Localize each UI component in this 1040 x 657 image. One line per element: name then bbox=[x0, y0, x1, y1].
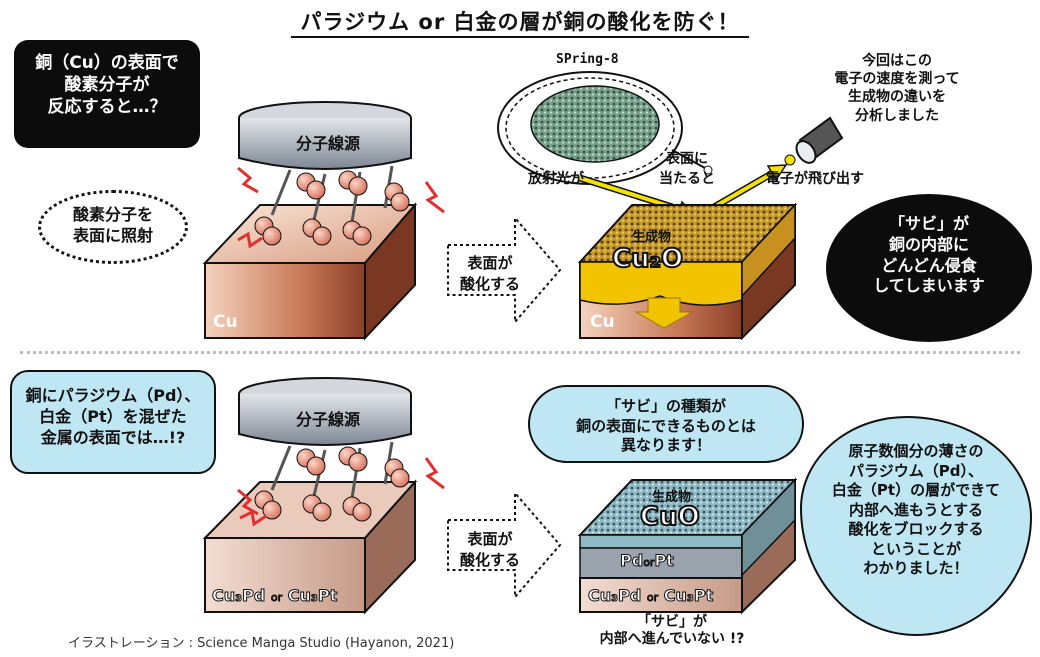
spring8-label: SPring-8 bbox=[556, 52, 619, 67]
bottom-oxygen-molecules bbox=[254, 446, 410, 522]
top-oxygen-molecules bbox=[254, 170, 410, 246]
speech-bubble-top-left: 銅（Cu）の表面で 酸素分子が 反応すると…？ bbox=[14, 40, 200, 148]
top-molecular-beam-source bbox=[238, 101, 412, 229]
electrons-fly-label: 電子が飛び出す bbox=[766, 171, 864, 187]
thought-bubble-oxygen: 酸素分子を 表面に照射 bbox=[38, 190, 188, 264]
product-label-bottom: 生成物 bbox=[652, 490, 692, 505]
bottom-right-block bbox=[577, 477, 798, 615]
block-label-bottom-left: Cu₃Pd or Cu₃Pt bbox=[211, 586, 338, 606]
molecular-source-label-top: 分子線源 bbox=[295, 134, 360, 153]
product-label-top: 生成物 bbox=[632, 230, 672, 245]
block-label-bottom-right: Cu₃Pd or Cu₃Pt bbox=[587, 586, 714, 606]
electron-detector bbox=[784, 116, 844, 166]
page-title: パラジウム or 白金の層が銅の酸化を防ぐ！ bbox=[0, 6, 1040, 38]
product-formula-cuo: CuO bbox=[639, 501, 701, 533]
block-label-top-left: Cu bbox=[213, 312, 238, 332]
top-reaction-sparks bbox=[237, 166, 445, 249]
illustration-credit: イラストレーション : Science Manga Studio (Hayano… bbox=[68, 636, 455, 651]
caption-rust-not-spreading: 「サビ」が 内部へ進んでいない !? bbox=[599, 614, 745, 647]
spring8-ring bbox=[497, 71, 713, 185]
bottom-reaction-sparks bbox=[237, 457, 445, 527]
molecular-source-label-bottom: 分子線源 bbox=[295, 410, 360, 429]
arrow-label-bottom: 表面が 酸化する bbox=[459, 530, 520, 569]
arrow-label-top: 表面が 酸化する bbox=[459, 254, 520, 293]
synchrotron-light-label: 放射光が bbox=[528, 171, 584, 187]
measurement-note: 今回はこの 電子の速度を測って 生成物の違いを 分析しました bbox=[834, 53, 960, 124]
speech-bubble-bottom-left: 銅にパラジウム（Pd）、 白金（Pt）を混ぜた 金属の表面では…!? bbox=[10, 370, 216, 474]
block-label-top-right: Cu bbox=[590, 312, 615, 332]
cloud-bubble-conclusion: 原子数個分の薄さの パラジウム（Pd）、 白金（Pt）の層ができて 内部へ進もう… bbox=[800, 416, 1032, 636]
section-divider bbox=[20, 351, 1020, 354]
bottom-process-arrow bbox=[447, 490, 562, 600]
speech-bubble-rust-type: 「サビ」の種類が 銅の表面にできるものとは 異なります！ bbox=[528, 385, 804, 463]
hits-surface-label: 表面に 当たると bbox=[659, 151, 715, 187]
speech-bubble-rust-spreads: 「サビ」が 銅の内部に どんどん侵食 してしまいます bbox=[826, 194, 1032, 342]
top-right-block bbox=[577, 202, 798, 341]
layer-label-pd-pt: PdorPt bbox=[619, 551, 674, 571]
product-formula-cu2o: Cu₂O bbox=[611, 243, 684, 275]
top-process-arrow bbox=[447, 215, 562, 325]
